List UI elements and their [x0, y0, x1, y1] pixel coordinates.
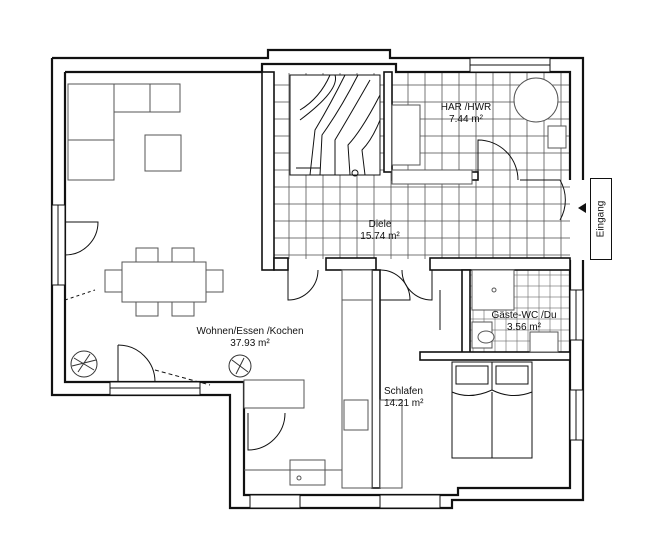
room-name: HAR /HWR — [440, 102, 492, 113]
room-label-schlafen: Schlafen 14.21 m² — [384, 386, 423, 410]
room-area: 3.56 m² — [507, 322, 541, 333]
windows — [51, 57, 584, 509]
kitchen-counter — [243, 269, 373, 489]
outer-walls — [50, 48, 585, 510]
wc-fixtures — [471, 269, 559, 353]
room-name: Diele — [368, 219, 392, 230]
sofa — [67, 83, 181, 181]
entrance-marker: Eingang — [590, 178, 612, 260]
entrance-arrow-icon — [578, 203, 586, 213]
room-area: 14.21 m² — [384, 398, 424, 409]
double-bed — [451, 361, 533, 459]
har-fixtures — [391, 77, 567, 185]
wardrobe — [379, 399, 403, 489]
plant-icons — [70, 350, 252, 378]
room-area: 15.74 m² — [360, 231, 400, 242]
coffee-table — [144, 134, 182, 172]
staircase — [289, 74, 381, 177]
room-name: Schlafen — [384, 386, 423, 397]
room-label-gaeste: Gäste-WC /Du 3.56 m² — [491, 310, 556, 334]
room-name: Gäste-WC /Du — [491, 310, 557, 321]
entrance-label: Eingang — [595, 200, 607, 238]
dining-set — [104, 247, 224, 317]
room-area: 7.44 m² — [449, 114, 483, 125]
room-area: 37.93 m² — [230, 338, 270, 349]
room-name: Wohnen/Essen /Kochen — [196, 326, 304, 337]
room-label-wohnen: Wohnen/Essen /Kochen 37.93 m² — [196, 326, 303, 350]
room-label-har: HAR /HWR 7.44 m² — [441, 102, 492, 126]
room-label-diele: Diele 15.74 m² — [360, 219, 399, 243]
interior-walls — [261, 71, 571, 489]
